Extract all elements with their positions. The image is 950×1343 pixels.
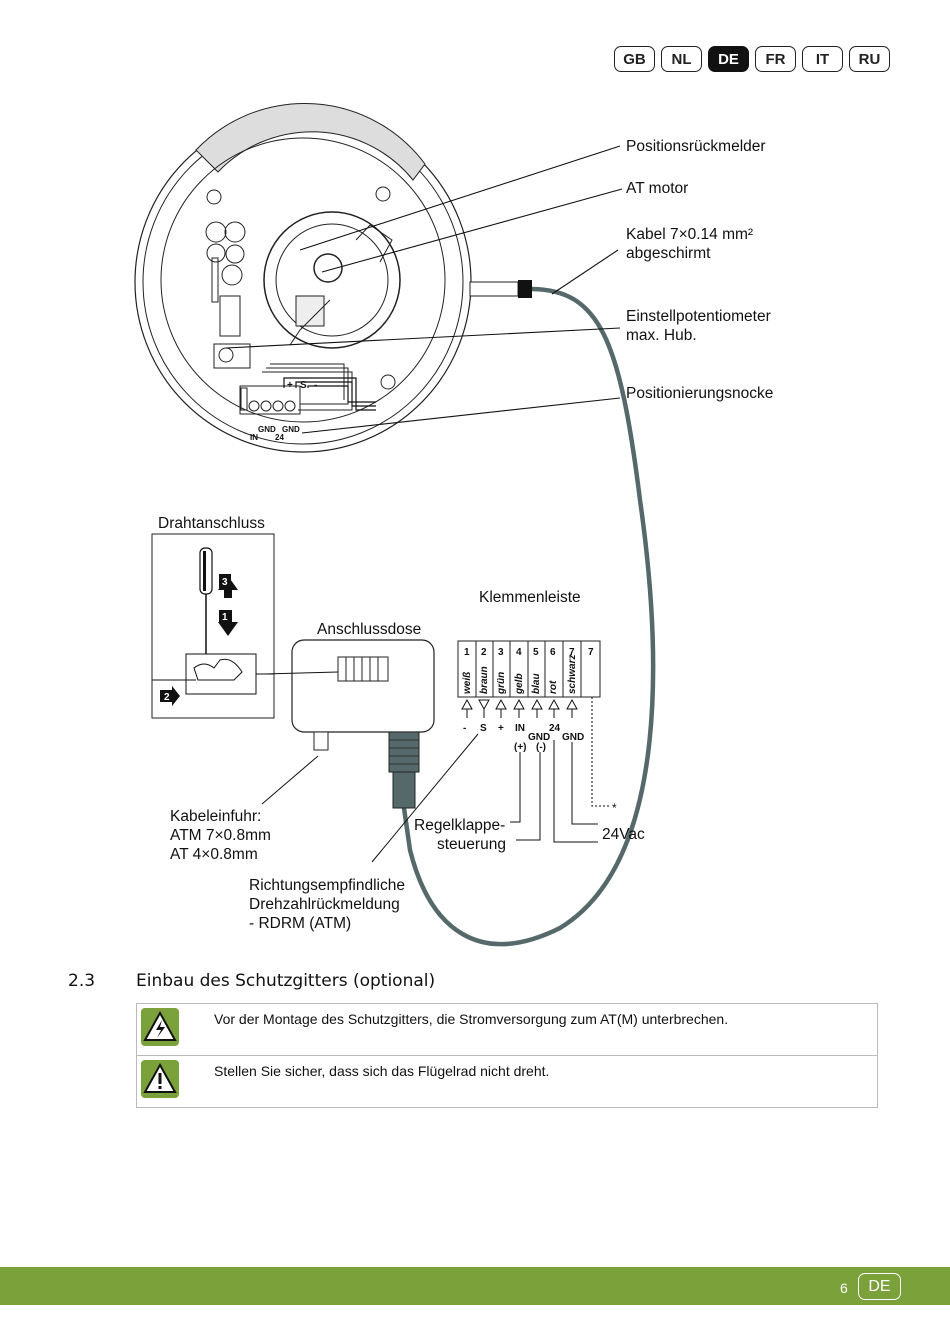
terminal-number: 7 bbox=[588, 647, 594, 658]
asterisk-label: * bbox=[612, 801, 617, 815]
label-anschlussdose: Anschlussdose bbox=[317, 621, 421, 638]
label-drehzahl: Drehzahlrückmeldung bbox=[249, 896, 400, 913]
page-number: 6 bbox=[840, 1280, 848, 1296]
label-klemmenleiste: Klemmenleiste bbox=[479, 589, 581, 606]
section-title: Einbau des Schutzgitters (optional) bbox=[136, 971, 436, 991]
terminal-wire-color: blau bbox=[531, 673, 542, 694]
board-24-label: 24 bbox=[275, 433, 284, 442]
signal-minus-paren: (-) bbox=[536, 742, 546, 753]
signal-minus: - bbox=[463, 723, 466, 734]
signal-plus: + bbox=[498, 723, 504, 734]
signal-plus-paren: (+) bbox=[514, 742, 527, 753]
footer-bar bbox=[0, 1267, 950, 1305]
signal-gnd-2: GND bbox=[562, 732, 584, 743]
terminal-number: 1 bbox=[464, 647, 470, 658]
signal-s: S bbox=[480, 723, 487, 734]
lang-tab-fr[interactable]: FR bbox=[755, 46, 796, 72]
warning-row: Stellen Sie sicher, dass sich das Flügel… bbox=[137, 1056, 877, 1107]
warning-text: Vor der Montage des Schutzgitters, die S… bbox=[214, 1011, 729, 1027]
terminal-number: 7 bbox=[569, 647, 575, 658]
step-2-label: 2 bbox=[164, 692, 170, 703]
board-in-label: IN bbox=[250, 433, 258, 442]
terminal-wire-color: braun bbox=[479, 666, 490, 694]
label-abgeschirmt: abgeschirmt bbox=[626, 245, 711, 262]
terminal-number: 5 bbox=[533, 647, 539, 658]
cable bbox=[401, 286, 656, 947]
terminal-wire-color: weiß bbox=[462, 672, 473, 694]
warnings-table: Vor der Montage des Schutzgitters, die S… bbox=[136, 1003, 878, 1108]
junction-box bbox=[263, 639, 435, 809]
warning-triangle-icon bbox=[141, 1060, 179, 1098]
label-positionierungsnocke: Positionierungsnocke bbox=[626, 385, 773, 402]
label-atm-size: ATM 7×0.8mm bbox=[170, 827, 271, 844]
motor-housing bbox=[134, 102, 472, 453]
terminal-number: 6 bbox=[550, 647, 556, 658]
label-steuerung: steuerung bbox=[437, 836, 506, 853]
label-kabeleinfuhr: Kabeleinfuhr: bbox=[170, 808, 261, 825]
cable-clip bbox=[518, 280, 532, 298]
warning-row: Vor der Montage des Schutzgitters, die S… bbox=[137, 1004, 877, 1056]
signal-24: 24 bbox=[549, 723, 561, 734]
wiring-diagram: + S - GND IN GND 24 Positionsrückmelder … bbox=[134, 102, 773, 947]
board-gnd2-label: GND bbox=[282, 425, 300, 434]
lang-tab-gb[interactable]: GB bbox=[614, 46, 655, 72]
board-minus-label: - bbox=[314, 380, 317, 391]
step-3-label: 3 bbox=[222, 577, 228, 588]
terminal-number: 2 bbox=[481, 647, 487, 658]
terminal-number: 4 bbox=[516, 647, 522, 658]
label-max-hub: max. Hub. bbox=[626, 327, 697, 344]
lang-tab-de[interactable]: DE bbox=[708, 46, 749, 72]
board-gnd-label: GND bbox=[258, 425, 276, 434]
lang-tab-it[interactable]: IT bbox=[802, 46, 843, 72]
wire-connection-inset: 3 1 2 bbox=[151, 533, 275, 719]
label-24vac: 24Vac bbox=[602, 826, 645, 843]
label-kabel: Kabel 7×0.14 mm² bbox=[626, 226, 753, 243]
section-number: 2.3 bbox=[68, 971, 96, 991]
terminal-wire-color: gelb bbox=[514, 673, 525, 695]
terminal-wire-color: rot bbox=[548, 680, 559, 694]
board-plus-label: + bbox=[287, 380, 293, 391]
step-1-label: 1 bbox=[222, 612, 228, 623]
electric-hazard-icon bbox=[141, 1008, 179, 1046]
board-s-label: S bbox=[300, 380, 307, 391]
label-regelklappe: Regelklappe- bbox=[414, 817, 505, 834]
label-einstellpotentiometer: Einstellpotentiometer bbox=[626, 308, 771, 325]
lang-tab-ru[interactable]: RU bbox=[849, 46, 890, 72]
signal-gnd-1: GND bbox=[528, 732, 550, 743]
language-selector: GB NL DE FR IT RU bbox=[614, 46, 890, 72]
label-richtung: Richtungsempfindliche bbox=[249, 877, 405, 894]
lang-tab-nl[interactable]: NL bbox=[661, 46, 702, 72]
terminal-number: 3 bbox=[498, 647, 504, 658]
label-at-motor: AT motor bbox=[626, 180, 688, 197]
terminal-wire-color: grün bbox=[496, 672, 507, 695]
footer-language-badge: DE bbox=[858, 1273, 901, 1300]
label-rdrm: - RDRM (ATM) bbox=[249, 915, 351, 932]
signal-in: IN bbox=[515, 723, 525, 734]
warning-text: Stellen Sie sicher, dass sich das Flügel… bbox=[214, 1063, 550, 1079]
terminal-block bbox=[457, 640, 601, 698]
terminal-wire-color: schwarz bbox=[567, 655, 578, 694]
label-drahtanschluss: Drahtanschluss bbox=[158, 515, 265, 532]
label-at-size: AT 4×0.8mm bbox=[170, 846, 258, 863]
label-positionsrueckmelder: Positionsrückmelder bbox=[626, 138, 766, 155]
cable-gland bbox=[469, 281, 519, 297]
